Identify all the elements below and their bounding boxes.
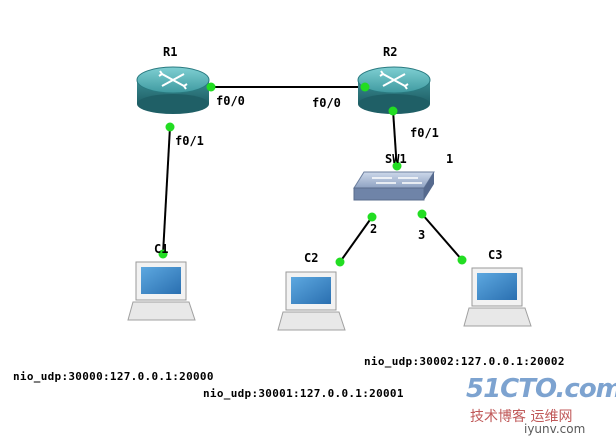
- host-c3[interactable]: [463, 267, 532, 327]
- router-r1[interactable]: [136, 66, 210, 114]
- port-label-r2-f00: f0/0: [312, 96, 341, 110]
- label-sw1: SW1: [385, 152, 407, 166]
- label-r1: R1: [163, 45, 178, 59]
- label-c2: C2: [304, 251, 319, 265]
- link-sw1-c3[interactable]: [421, 213, 463, 261]
- router-arrows-icon: [158, 70, 188, 90]
- watermark: 51CTO.com 技术博客 运维网 iyunv.com: [462, 374, 616, 444]
- port-label-r1-f00: f0/0: [216, 94, 245, 108]
- port-status-r2-f01: [388, 106, 398, 116]
- host-c1[interactable]: [127, 261, 196, 321]
- nio-label-c2: nio_udp:30001:127.0.0.1:20001: [203, 387, 404, 400]
- port-status-sw1-3: [417, 209, 427, 219]
- label-c1: C1: [154, 242, 169, 256]
- label-r2: R2: [383, 45, 398, 59]
- nio-label-c3: nio_udp:30002:127.0.0.1:20002: [364, 355, 565, 368]
- switch-sw1[interactable]: [353, 171, 435, 201]
- router-r2[interactable]: [357, 66, 431, 114]
- nio-label-c1: nio_udp:30000:127.0.0.1:20000: [13, 370, 214, 383]
- label-c3: C3: [488, 248, 503, 262]
- port-label-r2-f01: f0/1: [410, 126, 439, 140]
- link-r2-sw1[interactable]: [392, 109, 398, 171]
- port-status-r2-f00: [360, 82, 370, 92]
- watermark-url: iyunv.com: [524, 422, 586, 436]
- host-c2[interactable]: [277, 271, 346, 331]
- watermark-title: 51CTO.com: [466, 374, 616, 404]
- port-status-r1-f01: [165, 122, 175, 132]
- link-r1-c1[interactable]: [162, 126, 171, 255]
- port-status-sw1-1: [392, 161, 402, 171]
- port-status-c1: [158, 249, 168, 259]
- router-arrows-icon: [379, 70, 409, 90]
- switch-arrows-icon: [372, 177, 422, 184]
- port-label-r1-f01: f0/1: [175, 134, 204, 148]
- port-status-c3: [457, 255, 467, 265]
- port-status-sw1-2: [367, 212, 377, 222]
- port-label-sw1-1: 1: [446, 152, 454, 166]
- watermark-subtitle: 技术博客 运维网: [470, 409, 573, 425]
- port-status-r1-f00: [206, 82, 216, 92]
- port-label-sw1-3: 3: [418, 228, 426, 242]
- port-status-c2: [335, 257, 345, 267]
- port-label-sw1-2: 2: [370, 222, 378, 236]
- link-sw1-c2[interactable]: [339, 216, 373, 263]
